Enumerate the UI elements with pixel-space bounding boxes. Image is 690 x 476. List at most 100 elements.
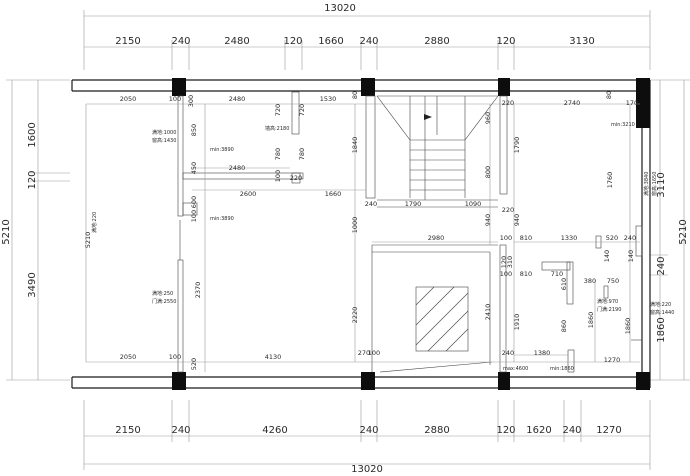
skylight-void — [415, 286, 469, 352]
dim-text: 100 — [500, 270, 512, 278]
overall-top-dim: 13020 — [324, 3, 356, 14]
dim-text: 100 — [500, 234, 512, 242]
right-overall-dim: 5210 — [678, 219, 689, 244]
left-dim-2: 120 — [27, 170, 38, 189]
dim-text: 270 — [358, 349, 370, 357]
dim-text: 240 — [365, 200, 377, 208]
interior-dimension-lines — [85, 103, 640, 372]
top-dim-2: 240 — [171, 36, 190, 47]
dim-text: 940 — [484, 214, 492, 226]
note-text: 窗高:1430 — [152, 137, 176, 144]
dim-text: 800 — [484, 166, 492, 178]
bottom-dim-8: 240 — [562, 425, 581, 436]
bottom-dim-3: 4260 — [262, 425, 287, 436]
dim-text: 310 — [506, 256, 514, 268]
dim-text: 960 — [484, 112, 492, 124]
dim-text: 1860 — [587, 312, 595, 329]
annotation-notes: 满地:1000 窗高:1430 墙高:2180 满地:220 满地:250 门满… — [91, 125, 674, 316]
top-dim-8: 120 — [496, 36, 515, 47]
left-overall-dim: 5210 — [1, 219, 12, 244]
left-dim-1: 1600 — [27, 122, 38, 147]
note-text: 门满:2550 — [152, 298, 176, 305]
dim-text: 520 — [606, 234, 618, 242]
top-dim-7: 2880 — [424, 36, 449, 47]
dim-text: 140 — [603, 250, 611, 262]
dim-text: 1860 — [624, 318, 632, 335]
dim-text: 4130 — [265, 353, 282, 361]
dim-text: 2370 — [194, 282, 202, 299]
right-dim-1: 3110 — [656, 172, 667, 197]
bottom-dim-9: 1270 — [596, 425, 621, 436]
dim-text: 750 — [607, 277, 619, 285]
dim-text: 940 — [513, 214, 521, 226]
min-text: min:3890 — [210, 147, 234, 153]
right-dimensions: 3110 240 1860 5210 — [650, 79, 690, 381]
bottom-dimensions: 2150 240 4260 240 2880 120 1620 240 1270… — [83, 400, 651, 475]
dim-text: 170 — [626, 99, 638, 107]
bottom-dim-6: 120 — [496, 425, 515, 436]
dim-text: 450 — [190, 162, 198, 174]
note-text: 窗高:1440 — [650, 309, 674, 316]
structural-columns — [172, 78, 650, 390]
dim-text: 610 — [560, 278, 568, 290]
note-text: 满地:250 — [152, 290, 173, 297]
overall-bottom-dim: 13020 — [351, 464, 383, 475]
dim-text: 720 — [298, 104, 306, 116]
dim-text: 2980 — [428, 234, 445, 242]
dim-text: 240 — [624, 234, 636, 242]
note-text: 满地:220 — [650, 301, 671, 308]
dim-text: 100 — [169, 95, 181, 103]
dim-text: 2050 — [120, 95, 137, 103]
dim-text: 860 — [560, 320, 568, 332]
bottom-dim-7: 1620 — [526, 425, 551, 436]
note-text: 满地:1000 — [152, 129, 176, 136]
dim-text: 220 — [290, 174, 302, 182]
bottom-dim-5: 2880 — [424, 425, 449, 436]
dim-text: 240 — [502, 349, 514, 357]
dim-text: 2220 — [351, 307, 359, 324]
dim-text: 2600 — [240, 190, 257, 198]
dim-text: 120 — [500, 256, 508, 268]
min-text: min:1860 — [550, 366, 574, 372]
top-dim-9: 3130 — [569, 36, 594, 47]
dim-text: 710 — [551, 270, 563, 278]
left-dimensions: 1600 120 3490 5210 — [1, 79, 70, 381]
dim-text: 780 — [274, 148, 282, 160]
note-text: 满地:970 — [597, 298, 618, 305]
dim-text: 5210 — [84, 232, 92, 249]
top-dim-4: 120 — [283, 36, 302, 47]
note-text: 窗高:1650 — [651, 172, 658, 196]
dim-text: 140 — [627, 250, 635, 262]
min-text: max:4600 — [503, 366, 528, 372]
dim-text: 220 — [502, 99, 514, 107]
dim-text: 1000 — [351, 217, 359, 234]
dim-text: 810 — [520, 270, 532, 278]
bottom-dim-1: 2150 — [115, 425, 140, 436]
right-dim-3: 1860 — [656, 317, 667, 342]
dim-text: 720 — [274, 104, 282, 116]
note-text: 门满:2190 — [597, 306, 621, 313]
note-text: 墙高:2180 — [265, 125, 289, 132]
dim-text: 80 — [351, 91, 359, 99]
dim-text: 1380 — [534, 349, 551, 357]
staircase — [376, 95, 499, 200]
left-dim-3: 3490 — [27, 272, 38, 297]
top-dim-6: 240 — [359, 36, 378, 47]
dim-text: 2050 — [120, 353, 137, 361]
dim-text: 2740 — [564, 99, 581, 107]
dim-text: 1910 — [513, 314, 521, 331]
dim-text: 1530 — [320, 95, 337, 103]
dim-text: 520 — [190, 358, 198, 370]
right-dim-2: 240 — [656, 256, 667, 275]
dim-text: 810 — [520, 234, 532, 242]
top-dim-3: 2480 — [224, 36, 249, 47]
bottom-dim-4: 240 — [359, 425, 378, 436]
dim-text: 300 — [187, 95, 195, 107]
dim-text: 1330 — [561, 234, 578, 242]
dim-text: 80 — [605, 91, 613, 99]
dim-text: 1840 — [351, 137, 359, 154]
top-dim-1: 2150 — [115, 36, 140, 47]
top-dim-5: 1660 — [318, 36, 343, 47]
dim-text: 380 — [584, 277, 596, 285]
